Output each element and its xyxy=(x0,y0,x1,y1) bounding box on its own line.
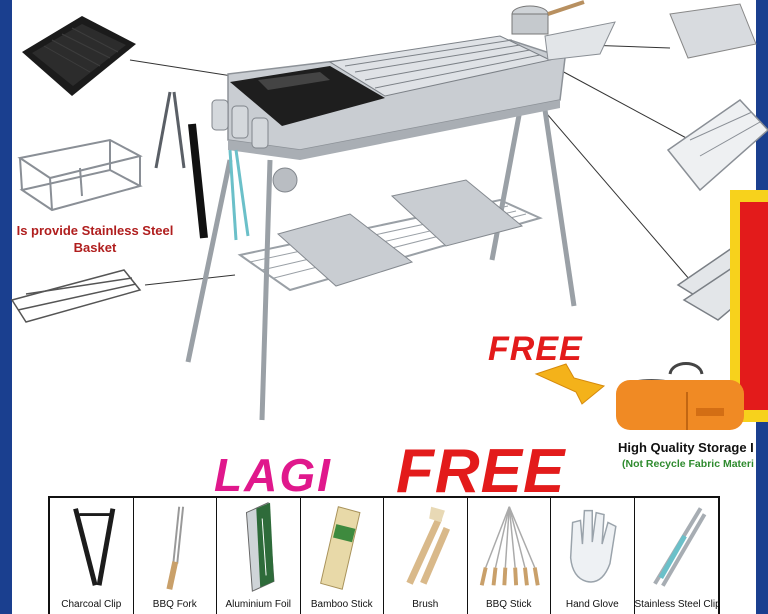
hand-glove-icon xyxy=(569,509,617,583)
storage-bag-title: High Quality Storage I xyxy=(618,440,754,455)
wire-rack xyxy=(10,269,142,323)
steel-basket xyxy=(17,138,143,212)
accessory-aluminium-foil: Aluminium Foil xyxy=(217,498,301,614)
bamboo-stick-icon xyxy=(319,506,361,590)
accessory-bbq-fork: BBQ Fork xyxy=(134,498,217,614)
accessory-label: Aluminium Foil xyxy=(225,599,292,610)
free-label-small: FREE xyxy=(488,330,583,368)
accessory-charcoal-clip: Charcoal Clip xyxy=(50,498,134,614)
promo-badge xyxy=(730,190,768,422)
accessory-label: Charcoal Clip xyxy=(61,599,122,610)
basket-label: Is provide Stainless Steel Basket xyxy=(16,223,174,255)
brush-icon xyxy=(406,506,451,585)
accessories-grid: Charcoal Clip BBQ Fork Aluminium Foil xyxy=(48,496,720,614)
charcoal-clip-icon xyxy=(73,508,116,586)
grill-grate-right xyxy=(666,99,768,192)
accessory-stainless-steel-clip: Stainless Steel Clip xyxy=(634,498,719,614)
stainless-steel-clip-icon xyxy=(652,507,706,587)
accessory-label: Stainless Steel Clip xyxy=(634,599,719,610)
accessory-label: BBQ Stick xyxy=(485,599,532,610)
storage-bag-subtitle: (Not Recycle Fabric Materi xyxy=(622,458,754,470)
accessory-hand-glove: Hand Glove xyxy=(551,498,635,614)
lagi-label: LAGI xyxy=(214,449,332,501)
accessory-brush: Brush xyxy=(384,498,468,614)
accessory-label: Bamboo Stick xyxy=(310,599,373,610)
pot xyxy=(511,0,585,35)
grill-body xyxy=(154,0,616,421)
free-label-large: FREE xyxy=(396,437,566,506)
storage-bag xyxy=(616,362,744,430)
accessory-bamboo-stick: Bamboo Stick xyxy=(301,498,384,614)
accessory-label: Hand Glove xyxy=(565,599,619,610)
aluminium-foil-icon xyxy=(245,502,275,592)
lightning-icon xyxy=(534,363,606,405)
accessory-label: BBQ Fork xyxy=(152,599,197,610)
bbq-stick-icon xyxy=(479,506,540,586)
accessory-label: Brush xyxy=(412,599,439,610)
accessory-bbq-stick: BBQ Stick xyxy=(468,498,551,614)
bbq-fork-icon xyxy=(165,506,184,590)
side-tray xyxy=(669,3,757,59)
griddle-plate xyxy=(22,16,136,96)
